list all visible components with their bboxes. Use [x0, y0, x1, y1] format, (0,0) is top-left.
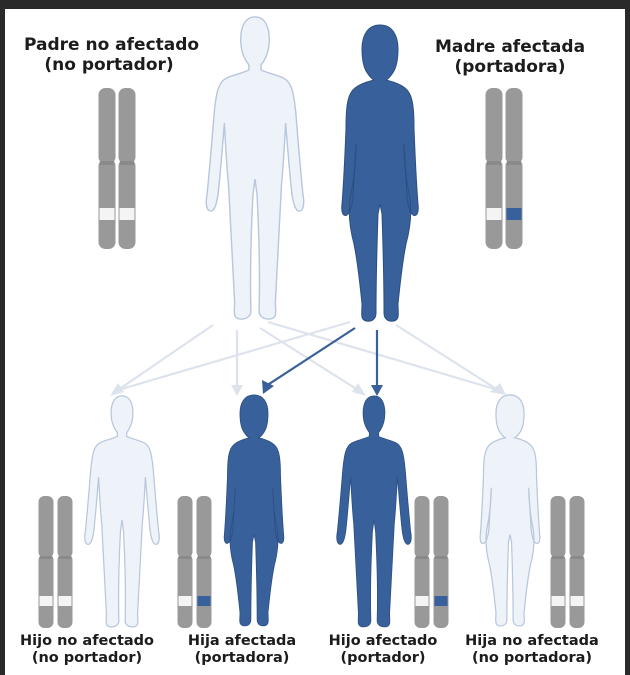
child-label-line2: (portador)	[313, 650, 453, 667]
gene-normal	[120, 208, 135, 220]
gene-normal	[571, 596, 584, 606]
son-unaffected-chromosomes	[39, 496, 73, 628]
son-affected-figure	[337, 396, 412, 627]
arrowhead-daughter-affected-light	[231, 385, 243, 396]
child-label-line1: Hija afectada	[172, 633, 312, 650]
gene-normal	[552, 596, 565, 606]
mother-label: Madre afectada (portadora)	[425, 37, 595, 78]
child-label-line2: (no portadora)	[452, 650, 612, 667]
arrowheads	[110, 380, 506, 396]
father-label-line2: (no portador)	[24, 55, 194, 75]
chromosome	[434, 496, 449, 628]
chromosome	[39, 496, 54, 628]
arrowhead-son-affected	[371, 385, 383, 396]
child-label-daughter-unaffected: Hija no afectada (no portadora)	[452, 633, 612, 668]
child-label-daughter-affected: Hija afectada (portadora)	[172, 633, 312, 668]
daughter-unaffected-figure	[480, 395, 540, 626]
child-label-son-affected: Hijo afectado (portador)	[313, 633, 453, 668]
father-figure	[206, 17, 303, 319]
gene-normal	[416, 596, 429, 606]
son-affected-chromosomes	[415, 496, 449, 628]
gene-normal	[487, 208, 502, 220]
father-chromosomes	[99, 88, 136, 249]
mother-figure	[342, 25, 419, 321]
father-label: Padre no afectado (no portador)	[24, 35, 194, 76]
gene-normal	[100, 208, 115, 220]
chromosome	[58, 496, 73, 628]
arrow-mother-to-daughter-unaffected	[396, 325, 498, 390]
child-label-line1: Hijo afectado	[313, 633, 453, 650]
arrow-mother-to-daughter-affected	[266, 328, 355, 386]
mother-label-line1: Madre afectada	[425, 37, 595, 57]
chromosome	[99, 88, 116, 249]
daughter-unaffected-chromosomes	[551, 496, 585, 628]
arrow-mother-to-son-unaffected	[118, 322, 350, 390]
chromosome	[197, 496, 212, 628]
gene-normal	[179, 596, 192, 606]
child-label-line1: Hijo no afectado	[12, 633, 162, 650]
gene-normal	[59, 596, 72, 606]
daughter-affected-figure	[224, 395, 284, 626]
chromosome	[570, 496, 585, 628]
mother-chromosomes	[486, 88, 523, 249]
gene-normal	[40, 596, 53, 606]
gene-mutant	[198, 596, 211, 606]
daughter-affected-chromosomes	[178, 496, 212, 628]
father-label-line1: Padre no afectado	[24, 35, 194, 55]
chromosome	[119, 88, 136, 249]
chromosome	[506, 88, 523, 249]
child-label-son-unaffected: Hijo no afectado (no portador)	[12, 633, 162, 668]
gene-mutant	[435, 596, 448, 606]
gene-mutant	[507, 208, 522, 220]
chromosome	[415, 496, 430, 628]
child-label-line2: (portadora)	[172, 650, 312, 667]
arrowhead-son-unaffected	[110, 383, 124, 396]
arrow-father-to-son-unaffected	[118, 325, 213, 390]
chromosome	[178, 496, 193, 628]
chromosome	[551, 496, 566, 628]
mother-label-line2: (portadora)	[425, 57, 595, 77]
chromosome	[486, 88, 503, 249]
child-label-line2: (no portador)	[12, 650, 162, 667]
arrowhead-son-affected-light	[352, 383, 366, 396]
son-unaffected-figure	[85, 396, 160, 627]
child-label-line1: Hija no afectada	[452, 633, 612, 650]
inheritance-arrows	[118, 322, 498, 390]
